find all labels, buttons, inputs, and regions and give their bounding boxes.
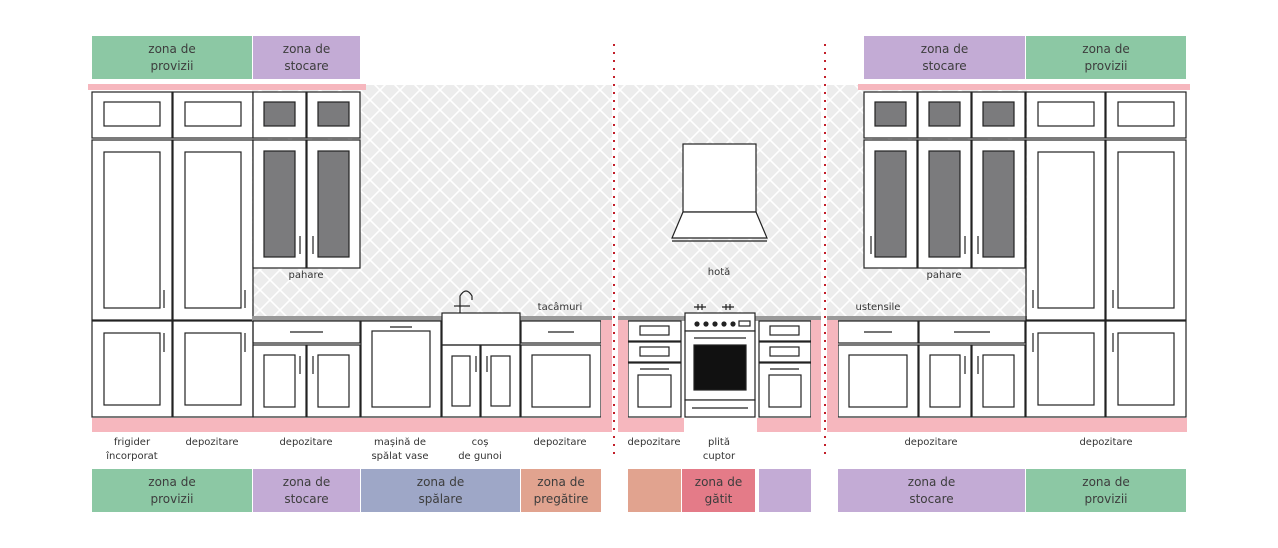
glass-wall-cabinets-right xyxy=(863,91,1026,269)
label-fridge: frigider încorporat xyxy=(106,437,158,462)
callout-utensils: ustensile xyxy=(855,302,901,313)
countertop-left xyxy=(252,316,612,321)
bottom-zone-right-storage: zona de stocare xyxy=(838,469,1025,512)
tall-cabinet-storage xyxy=(172,91,254,418)
right-tall-cabinets xyxy=(1025,91,1187,418)
stove-oven xyxy=(684,304,756,418)
baseboard-center-right xyxy=(757,418,821,432)
baseboard-center-left xyxy=(618,418,684,432)
bottom-zone-storage: zona de stocare xyxy=(253,469,360,512)
bottom-zone-right-provisions: zona de provizii xyxy=(1026,469,1186,512)
label-dishwasher: mașină de spălat vase xyxy=(371,437,429,462)
bottom-zone-provisions: zona de provizii xyxy=(92,469,252,512)
label-storage-3: depozitare xyxy=(533,437,587,448)
callout-hood: hotă xyxy=(707,267,731,278)
center-right-drawer-stack xyxy=(758,320,812,418)
crown-molding-right xyxy=(858,84,1190,90)
center-left-drawer-stack xyxy=(627,320,682,418)
bottom-zone-preparation: zona de pregătire xyxy=(521,469,601,512)
top-zone-right-storage: zona de stocare xyxy=(864,36,1025,79)
label-storage-2: depozitare xyxy=(279,437,333,448)
side-panel-left xyxy=(618,320,628,418)
top-zone-right-provisions: zona de provizii xyxy=(1026,36,1186,79)
range-hood xyxy=(671,143,768,242)
tall-cabinet-fridge xyxy=(91,91,173,418)
top-zone-left-storage: zona de stocare xyxy=(253,36,360,79)
bottom-zone-cooking: zona de gătit xyxy=(682,469,755,512)
baseboard-left xyxy=(92,418,612,432)
baseboard-right xyxy=(827,418,1187,432)
label-storage-6: depozitare xyxy=(1079,437,1133,448)
label-trash: coș de gunoi xyxy=(458,437,502,462)
side-panel-right xyxy=(827,320,838,418)
bottom-zone-washing: zona de spălare xyxy=(361,469,520,512)
callout-cutlery: tacâmuri xyxy=(537,302,583,313)
crown-molding-left xyxy=(88,84,366,90)
label-storage-1: depozitare xyxy=(185,437,239,448)
label-storage-4: depozitare xyxy=(627,437,681,448)
top-zone-left-provisions: zona de provizii xyxy=(92,36,252,79)
countertop-right xyxy=(827,316,1027,321)
callout-glasses-right: pahare xyxy=(926,270,962,281)
dishwasher xyxy=(360,320,442,418)
glass-wall-cabinets-left xyxy=(252,91,361,269)
sink-cabinet xyxy=(441,290,521,418)
bottom-zone-prep-swatch xyxy=(628,469,681,512)
callout-glasses-left: pahare xyxy=(288,270,324,281)
prep-base-cabinet xyxy=(520,320,602,418)
label-storage-5: depozitare xyxy=(904,437,958,448)
base-cabinet-drawers xyxy=(252,320,361,418)
right-base-cabinets xyxy=(837,320,1026,418)
side-panel-center xyxy=(811,320,821,418)
bottom-zone-storage-swatch xyxy=(759,469,811,512)
label-stove: plită cuptor xyxy=(702,437,736,462)
side-panel-leftbase xyxy=(601,320,612,418)
